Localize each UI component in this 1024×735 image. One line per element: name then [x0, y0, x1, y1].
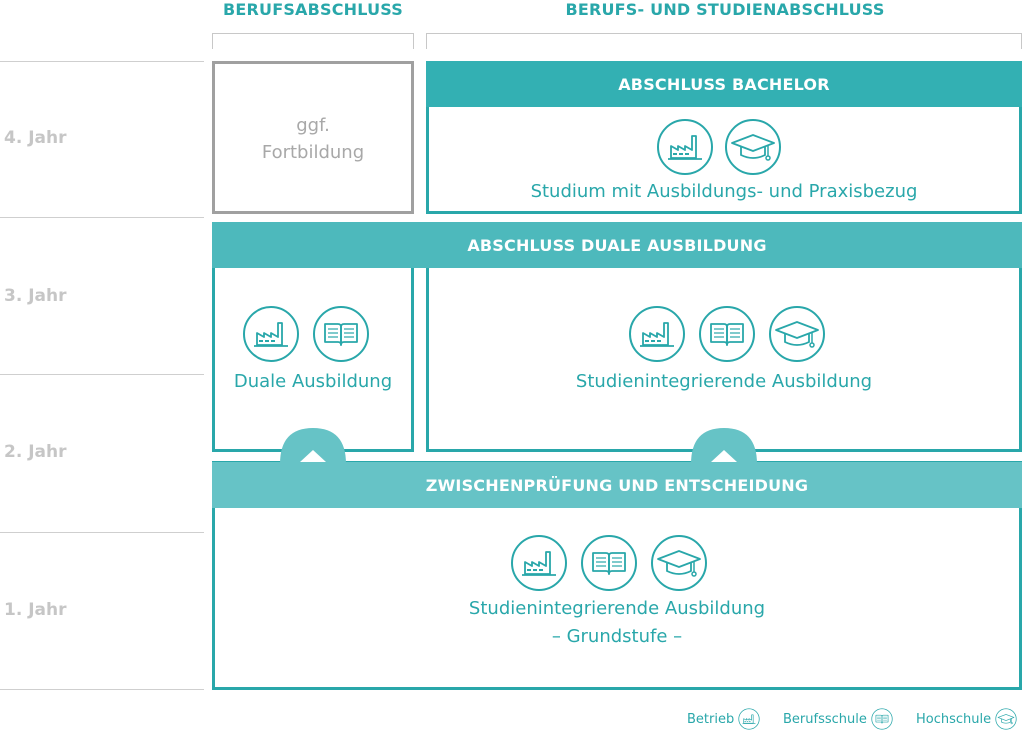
grundstufe-band: ZWISCHENPRÜFUNG UND ENTSCHEIDUNG	[212, 462, 1022, 508]
bachelor-label: Studium mit Ausbildungs- und Praxisbezug	[530, 181, 918, 202]
graduation-cap-icon	[768, 305, 826, 363]
arrow-up-icon	[691, 428, 757, 464]
book-icon	[580, 534, 638, 592]
legend-betrieb: Betrieb	[687, 708, 760, 730]
factory-icon	[738, 708, 760, 730]
year-label-4: 4. Jahr	[4, 128, 67, 148]
year-label-3: 3. Jahr	[4, 286, 67, 306]
grid-line	[0, 689, 204, 690]
bracket-right	[426, 33, 1022, 49]
book-icon	[698, 305, 756, 363]
bracket-left	[212, 33, 414, 49]
graduation-cap-icon	[724, 118, 782, 176]
fortbildung-label-line1: ggf.	[296, 115, 330, 136]
graduation-cap-icon	[650, 534, 708, 592]
grundstufe-label-line2: – Grundstufe –	[551, 626, 683, 647]
year-label-1: 1. Jahr	[4, 600, 67, 620]
grundstufe-label-line1: Studienintegrierende Ausbildung	[468, 598, 766, 619]
legend-berufsschule-label: Berufsschule	[783, 711, 867, 727]
bachelor-band: ABSCHLUSS BACHELOR	[426, 61, 1022, 107]
arrow-up-icon	[280, 428, 346, 464]
factory-icon	[628, 305, 686, 363]
legend-betrieb-label: Betrieb	[687, 711, 735, 727]
grid-line	[0, 217, 204, 218]
grid-line	[0, 61, 204, 62]
grid-line	[0, 374, 204, 375]
legend-hochschule: Hochschule	[916, 708, 1017, 730]
factory-icon	[510, 534, 568, 592]
legend-hochschule-label: Hochschule	[916, 711, 992, 727]
duale-left-label: Duale Ausbildung	[233, 371, 393, 392]
graduation-cap-icon	[995, 708, 1017, 730]
factory-icon	[656, 118, 714, 176]
grid-line	[0, 532, 204, 533]
header-berufsabschluss: BERUFSABSCHLUSS	[222, 0, 404, 19]
duale-right-label: Studienintegrierende Ausbildung	[575, 371, 873, 392]
fortbildung-box	[212, 61, 414, 214]
year-label-2: 2. Jahr	[4, 442, 67, 462]
book-icon	[312, 305, 370, 363]
factory-icon	[242, 305, 300, 363]
duale-band: ABSCHLUSS DUALE AUSBILDUNG	[212, 222, 1022, 268]
book-icon	[871, 708, 893, 730]
header-berufs-studienabschluss: BERUFS- UND STUDIENABSCHLUSS	[565, 0, 885, 19]
legend-berufsschule: Berufsschule	[783, 708, 893, 730]
fortbildung-label-line2: Fortbildung	[261, 142, 365, 163]
